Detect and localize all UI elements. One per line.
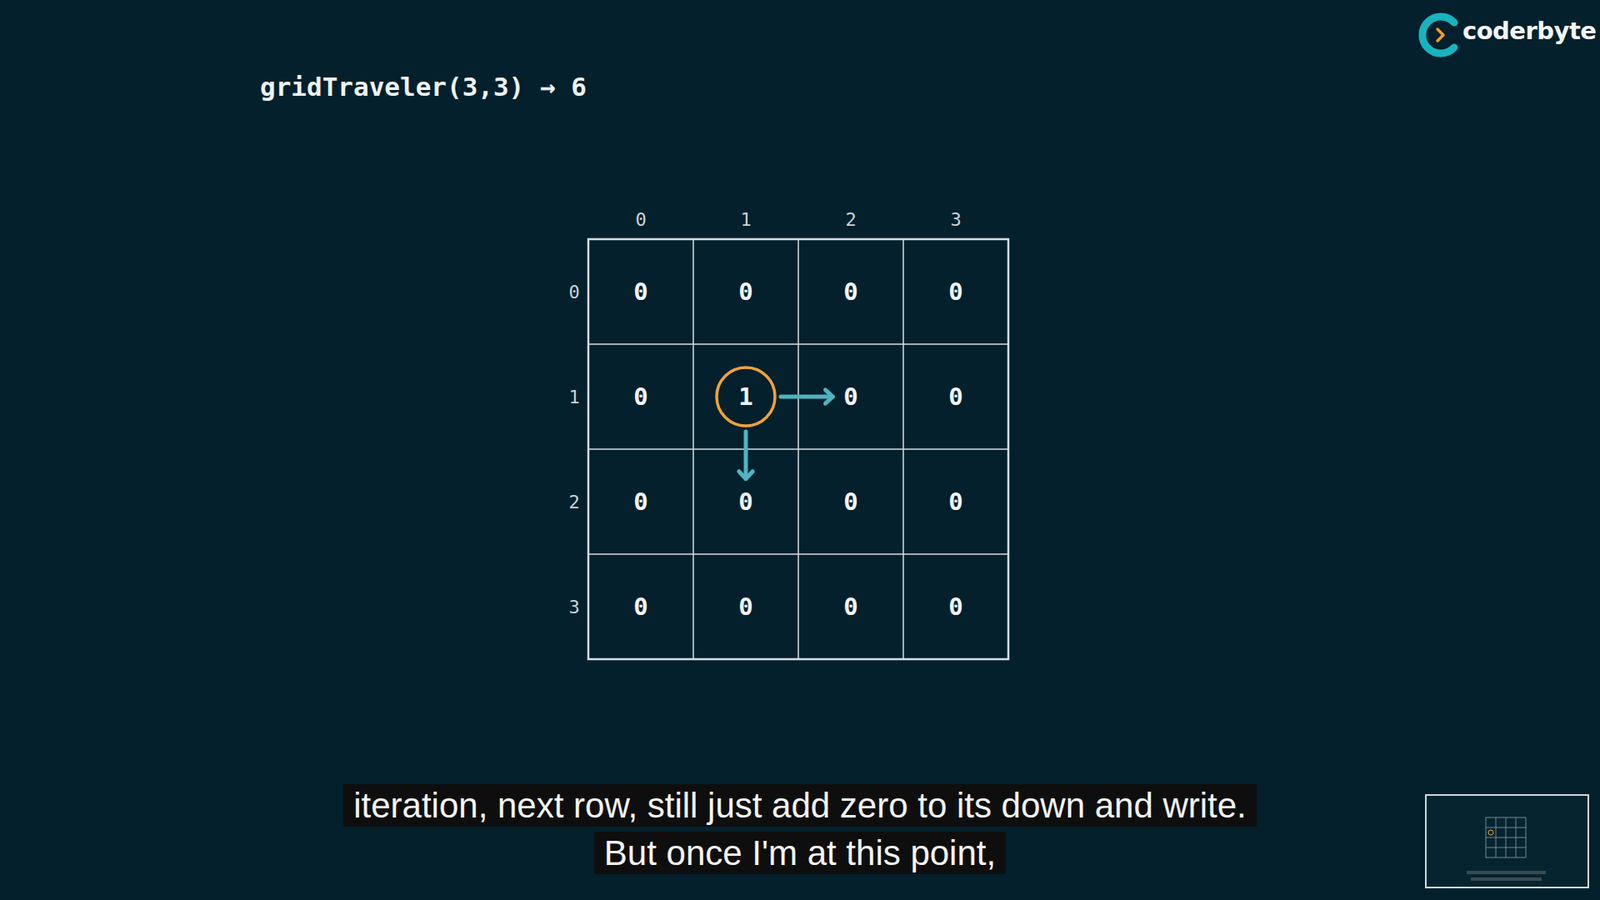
cell-number: 0 xyxy=(843,490,858,515)
cell-number: 0 xyxy=(633,490,648,515)
cell-number: 0 xyxy=(948,280,963,305)
grid-cell-value: 0 xyxy=(626,273,655,311)
cell-number: 0 xyxy=(843,595,858,620)
step-arrow xyxy=(780,390,833,404)
cell-number: 0 xyxy=(633,280,648,305)
cell-number: 0 xyxy=(633,595,648,620)
highlight-circle: 1 xyxy=(715,365,777,428)
grid-cell-value: 0 xyxy=(626,588,655,626)
row-index: 1 xyxy=(568,386,580,408)
grid-cell-value: 0 xyxy=(836,588,865,626)
grid-cell-value: 0 xyxy=(731,588,760,626)
column-index: 0 xyxy=(635,209,646,230)
cell-number: 0 xyxy=(633,385,648,410)
row-index: 2 xyxy=(568,491,580,513)
step-arrow xyxy=(739,431,753,480)
cell-number: 0 xyxy=(843,280,858,305)
subtitle-text: iteration, next row, still just add zero… xyxy=(343,784,1257,875)
grid-cell-value: 0 xyxy=(731,273,760,311)
grid-cell-value: 0 xyxy=(836,378,865,416)
grid-cell-value: 0 xyxy=(941,588,970,626)
cell-number: 0 xyxy=(738,490,753,515)
cell-number: 0 xyxy=(738,280,753,305)
grid-cell-value: 0 xyxy=(836,273,865,311)
diagram-title: gridTraveler(3,3) → 6 xyxy=(260,71,587,102)
grid-cell-value: 0 xyxy=(941,378,970,416)
subtitle-caption: iteration, next row, still just add zero… xyxy=(341,781,1259,877)
cell-number: 0 xyxy=(948,595,963,620)
video-thumbnail xyxy=(1425,795,1589,888)
cell-number: 1 xyxy=(738,385,753,410)
grid-cell-value: 0 xyxy=(836,483,865,521)
column-index: 2 xyxy=(845,209,856,230)
cell-number: 0 xyxy=(843,385,858,410)
logo-text: coderbyte xyxy=(1462,16,1597,45)
grid-lines xyxy=(588,239,1009,660)
grid-cell-value: 0 xyxy=(731,483,760,521)
cell-number: 0 xyxy=(948,490,963,515)
cell-number: 0 xyxy=(948,385,963,410)
column-index: 3 xyxy=(950,209,961,230)
cell-number: 0 xyxy=(738,595,753,620)
row-index: 3 xyxy=(568,596,580,618)
column-index: 1 xyxy=(740,209,751,230)
row-index: 0 xyxy=(568,281,580,303)
grid-cell-value: 0 xyxy=(941,483,970,521)
grid-cell-value: 0 xyxy=(626,378,655,416)
logo-icon xyxy=(1422,16,1455,54)
grid-cell-value: 0 xyxy=(626,483,655,521)
grid-cell-value: 0 xyxy=(941,273,970,311)
